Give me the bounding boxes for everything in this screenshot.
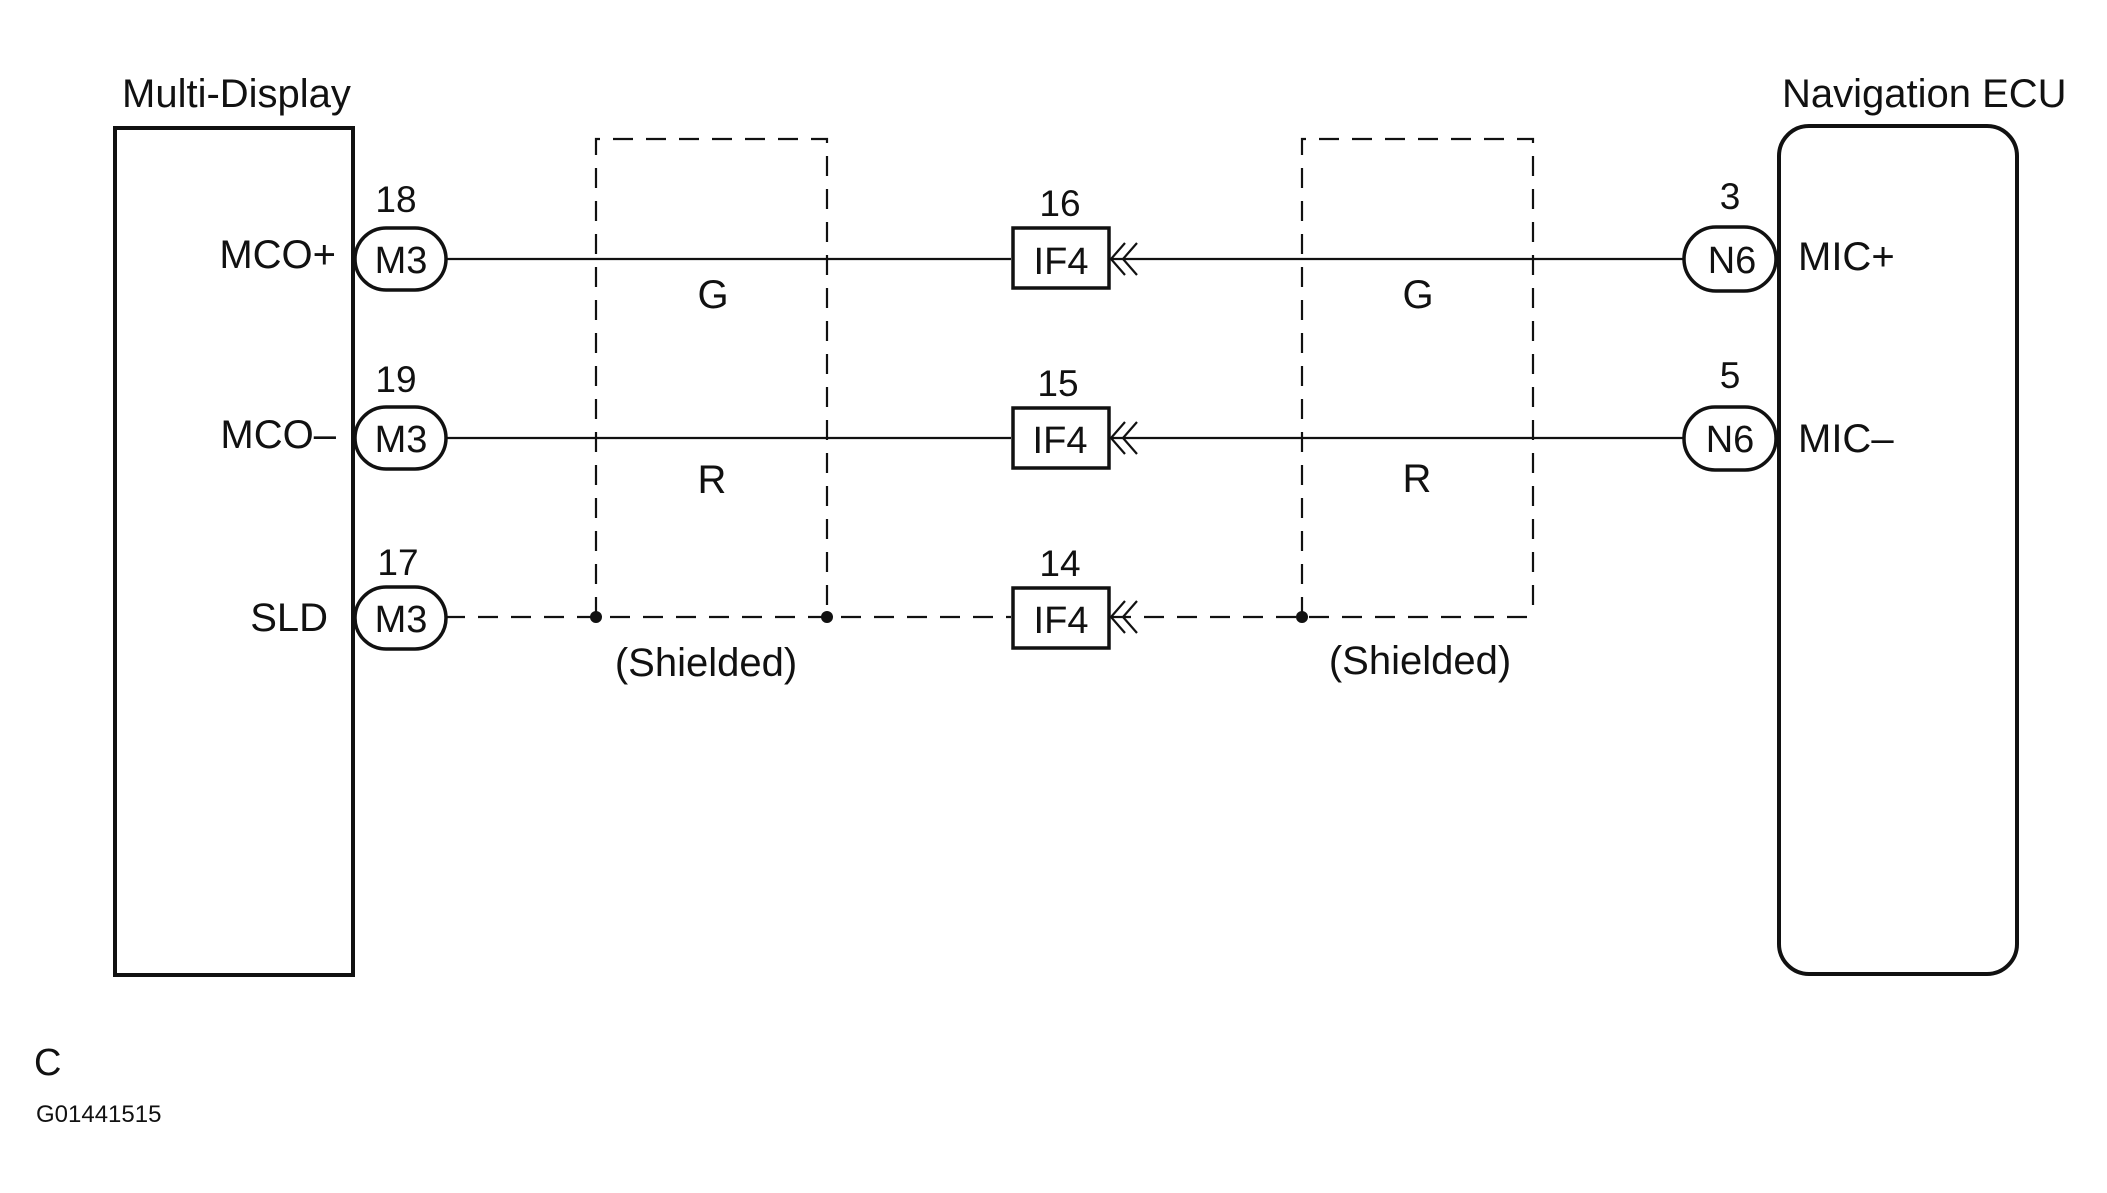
connector-label: M3 (375, 240, 428, 282)
connector-m3 (353, 405, 448, 471)
pin-number: 18 (375, 179, 416, 220)
pin-number: 19 (375, 359, 416, 400)
junction-chevron-icon (1109, 242, 1126, 276)
navigation-ecu-title: Navigation ECU (1782, 72, 2067, 116)
shield-junction-dot (821, 611, 833, 623)
wire-color-label: R (698, 458, 727, 502)
junction-chevron-icon (1109, 600, 1126, 634)
connector-label: M3 (375, 599, 428, 641)
pin-number: 5 (1720, 355, 1741, 396)
pin-number: 16 (1039, 183, 1080, 224)
connector-n6 (1682, 405, 1778, 472)
terminal-label-mco-minus: MCO– (220, 413, 336, 457)
pin-number: 17 (377, 542, 418, 583)
terminal-label-sld: SLD (250, 596, 328, 640)
pin-number: 3 (1720, 176, 1741, 217)
terminal-label-mco-plus: MCO+ (219, 233, 336, 277)
connector-m3 (353, 585, 448, 651)
connector-label: N6 (1706, 419, 1755, 461)
terminal-label-mic-plus: MIC+ (1798, 235, 1895, 279)
connector-m3 (353, 226, 448, 292)
pin-number: 14 (1039, 543, 1080, 584)
connector-if4 (1011, 226, 1111, 290)
connector-label: IF4 (1034, 600, 1089, 642)
terminal-label-mic-minus: MIC– (1798, 417, 1894, 461)
connector-label: N6 (1708, 240, 1757, 282)
pin-number: 15 (1037, 363, 1078, 404)
multi-display-box (113, 126, 355, 977)
shield-junction-dot (1296, 611, 1308, 623)
connector-n6 (1682, 225, 1778, 293)
connector-label: M3 (375, 419, 428, 461)
multi-display-title: Multi-Display (122, 72, 351, 116)
junction-chevron-icon (1121, 242, 1138, 276)
connector-label: IF4 (1034, 241, 1089, 283)
junction-chevron-icon (1121, 421, 1138, 455)
shield-label: (Shielded) (1329, 639, 1511, 683)
left-shield-outline (594, 137, 829, 617)
connector-if4 (1011, 586, 1111, 650)
diagram-letter: C (34, 1042, 61, 1084)
shield-label: (Shielded) (615, 641, 797, 685)
connector-if4 (1011, 406, 1111, 470)
right-shield-outline (1300, 137, 1535, 617)
junction-chevron-icon (1109, 421, 1126, 455)
wire-color-label: G (697, 273, 728, 317)
navigation-ecu-box (1777, 124, 2019, 976)
wire-color-label: G (1402, 273, 1433, 317)
figure-code: G01441515 (36, 1101, 161, 1128)
connector-label: IF4 (1033, 420, 1088, 462)
junction-chevron-icon (1121, 600, 1138, 634)
shield-junction-dot (590, 611, 602, 623)
wire-color-label: R (1403, 457, 1432, 501)
